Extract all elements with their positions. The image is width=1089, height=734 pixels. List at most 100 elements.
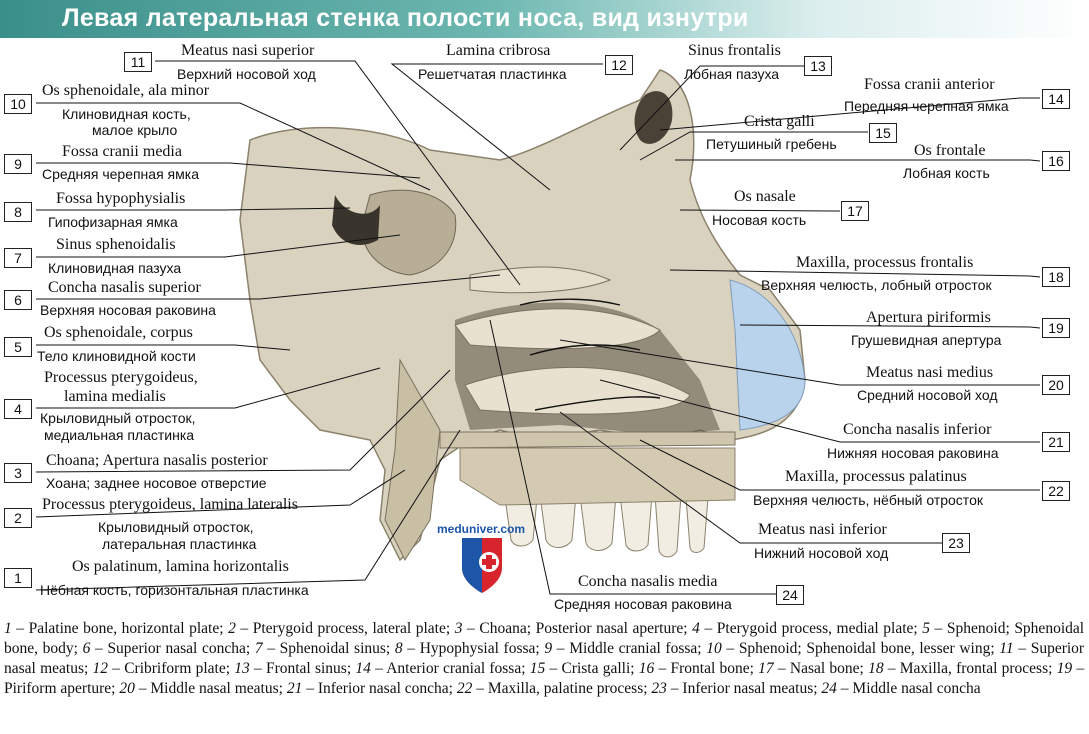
caption-number: 11	[999, 640, 1014, 657]
label-number: 24	[776, 585, 804, 605]
caption-text: Maxilla, frontal process;	[899, 660, 1053, 677]
label-number: 3	[4, 463, 32, 483]
label-latin: Concha nasalis inferior	[843, 421, 992, 438]
caption-number: 16	[638, 660, 655, 677]
caption-number: 19	[1056, 660, 1073, 677]
label-russian: Решетчатая пластинка	[418, 66, 567, 82]
label-latin: Maxilla, processus frontalis	[796, 254, 974, 271]
label-latin: Os sphenoidale, ala minor	[42, 82, 210, 99]
caption-number: 21	[286, 680, 303, 697]
label-russian: Верхняя челюсть, лобный отросток	[761, 277, 992, 293]
label-number: 10	[4, 94, 32, 114]
label-latin: Processus pterygoideus,	[44, 369, 198, 386]
meduniver-logo	[462, 538, 502, 593]
caption-number: 7	[254, 640, 263, 657]
page-title: Левая латеральная стенка полости носа, в…	[62, 4, 749, 32]
caption-text: Middle nasal meatus;	[150, 680, 283, 697]
caption-text: Sphenoidal sinus;	[279, 640, 391, 657]
caption-number: 4	[692, 620, 700, 637]
label-number: 1	[4, 568, 32, 588]
caption-number: 10	[706, 640, 722, 657]
label-latin: Processus pterygoideus, lamina lateralis	[42, 496, 298, 513]
label-number: 6	[4, 290, 32, 310]
label-russian: Передняя черепная ямка	[844, 98, 1009, 114]
label-number: 20	[1042, 375, 1070, 395]
sphenoid-sinus	[361, 189, 457, 276]
caption-text: Cribriform plate;	[124, 660, 231, 677]
label-russian: Клиновидная пазуха	[48, 260, 182, 276]
pterygoid-plates	[384, 358, 441, 562]
caption-number: 17	[758, 660, 774, 677]
label-number: 18	[1042, 267, 1070, 287]
label-number: 23	[942, 533, 970, 553]
label-number: 14	[1042, 89, 1070, 109]
caption-text: Piriform aperture;	[4, 680, 116, 697]
label-latin: Meatus nasi superior	[181, 42, 315, 59]
label-latin: Maxilla, processus palatinus	[785, 468, 967, 485]
caption-text: Inferior nasal meatus;	[682, 680, 818, 697]
label-latin: Fossa hypophysialis	[56, 190, 186, 207]
label-latin: Meatus nasi inferior	[758, 521, 887, 538]
caption-text: Pterygoid process, medial plate;	[716, 620, 918, 637]
watermark-text: meduniver.com	[437, 522, 526, 536]
caption-text: Frontal sinus;	[265, 660, 352, 677]
caption-number: 22	[456, 680, 473, 697]
label-number: 12	[605, 55, 633, 75]
alveolar-bone	[459, 447, 736, 506]
label-number: 2	[4, 508, 32, 528]
label-latin: Os palatinum, lamina horizontalis	[72, 558, 289, 575]
caption-number: 1	[4, 620, 12, 637]
label-russian: Петушиный гребень	[706, 136, 837, 152]
label-latin: Concha nasalis media	[578, 573, 718, 590]
caption-text: Middle nasal concha	[852, 680, 981, 697]
label-latin: Concha nasalis superior	[48, 279, 201, 296]
caption-text: Superior nasal meatus;	[4, 640, 1085, 677]
label-latin: Fossa cranii media	[62, 143, 182, 160]
hard-palate	[439, 431, 736, 449]
label-russian: Хоана; заднее носовое отверстие	[46, 475, 267, 491]
caption-text: Maxilla, palatine process;	[487, 680, 648, 697]
label-latin: Meatus nasi medius	[866, 364, 994, 381]
label-russian: Средний носовой ход	[857, 387, 998, 403]
label-russian: Носовая кость	[712, 212, 807, 228]
label-latin: Sinus frontalis	[688, 42, 781, 59]
caption-number: 13	[234, 660, 250, 677]
caption-text: Nasal bone;	[789, 660, 864, 677]
label-number: 7	[4, 248, 32, 268]
title-banner: Левая латеральная стенка полости носа, в…	[0, 0, 1089, 38]
caption-number: 6	[82, 640, 91, 657]
label-russian: Нижний носовой ход	[754, 545, 889, 561]
label-number: 11	[124, 52, 152, 72]
label-russian: медиальная пластинка	[44, 427, 195, 443]
label-latin: lamina medialis	[64, 388, 166, 405]
label-latin: Apertura piriformis	[866, 309, 991, 326]
label-russian: Лобная пазуха	[684, 66, 780, 82]
caption-number: 14	[355, 660, 371, 677]
caption-number: 8	[394, 640, 403, 657]
label-latin: Os sphenoidale, corpus	[44, 324, 193, 341]
label-russian: Гипофизарная ямка	[48, 214, 178, 230]
caption-text: Anterior cranial fossa;	[386, 660, 526, 677]
label-latin: Fossa cranii anterior	[864, 76, 995, 93]
label-russian: малое крыло	[92, 122, 178, 138]
label-russian: Верхняя челюсть, нёбный отросток	[753, 492, 983, 508]
caption-number: 3	[454, 620, 463, 637]
caption-text: Frontal bone;	[670, 660, 754, 677]
caption-text: Middle cranial fossa;	[569, 640, 702, 657]
caption-text: Inferior nasal concha;	[317, 680, 453, 697]
label-latin: Choana; Apertura nasalis posterior	[46, 452, 268, 469]
caption-number: 23	[651, 680, 667, 697]
label-number: 19	[1042, 318, 1070, 338]
caption-text: Sphenoid; Sphenoidal bone, body;	[4, 620, 1085, 657]
label-latin: Os frontale	[914, 142, 986, 159]
figure-caption: 1 – Palatine bone, horizontal plate; 2 –…	[4, 620, 1085, 697]
hypophysial-fossa	[332, 195, 380, 245]
middle-concha	[454, 308, 661, 350]
label-russian: Лобная кость	[903, 165, 990, 181]
label-latin: Os nasale	[734, 188, 796, 205]
nose-cartilage	[729, 279, 806, 431]
caption-text: Pterygoid process, lateral plate;	[252, 620, 451, 637]
label-latin: Lamina cribrosa	[446, 42, 551, 59]
label-number: 15	[869, 123, 897, 143]
label-russian: латеральная пластинка	[102, 536, 257, 552]
